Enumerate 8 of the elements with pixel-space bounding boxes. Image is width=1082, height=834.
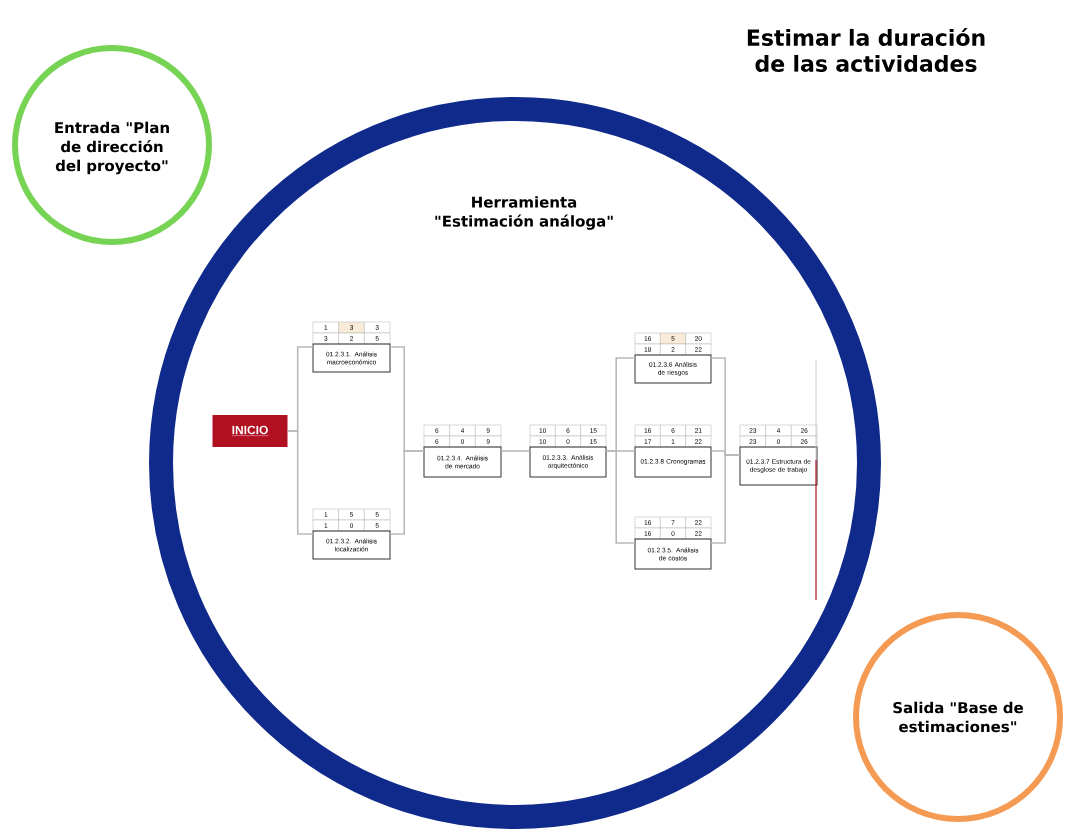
connector-line [500, 450, 531, 452]
title: Estimar la duración de las actividades [747, 28, 985, 72]
connector-line [389, 450, 425, 535]
start-box: INICIO [212, 415, 288, 447]
connector-line [286, 430, 314, 535]
connector-line [710, 454, 741, 544]
circle-heading: Herramienta "Estimación análoga" [435, 196, 613, 230]
connector-line [605, 450, 636, 544]
